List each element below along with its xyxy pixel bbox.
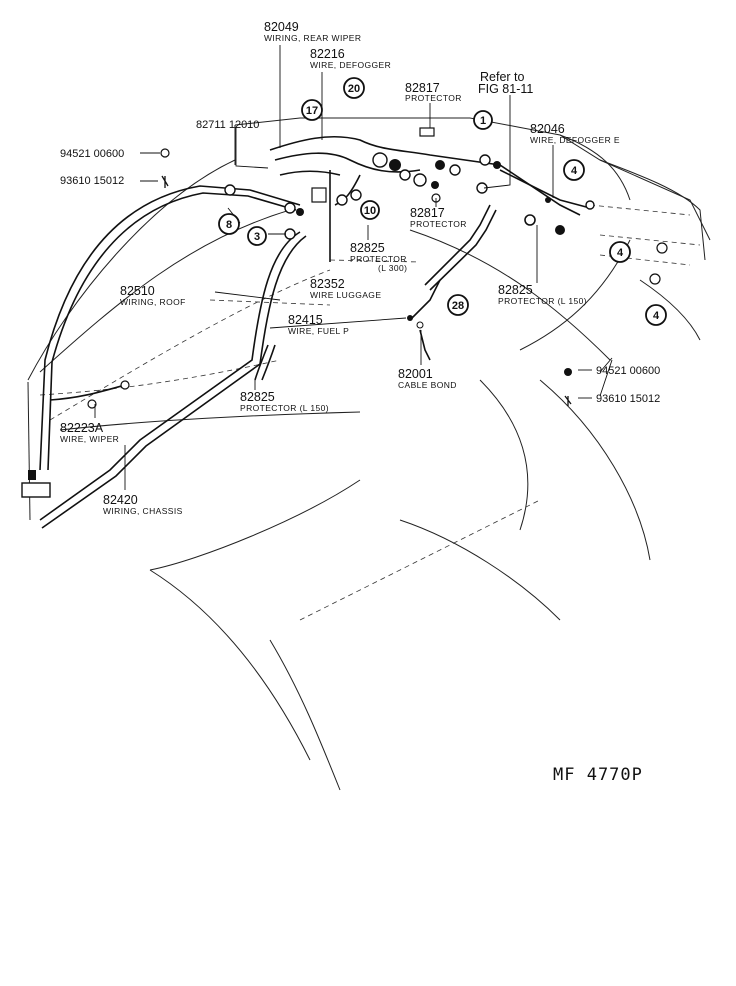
- roof-wiring-line: [39, 185, 301, 471]
- callout-8: 8: [218, 213, 240, 235]
- svg-text:1: 1: [480, 115, 486, 127]
- svg-text:4: 4: [571, 165, 578, 177]
- callout-28: 28: [447, 294, 469, 316]
- part-82817-top-desc: PROTECTOR: [405, 93, 462, 103]
- callout-10: 10: [360, 200, 380, 220]
- part-82825-luggage-number: 82825: [350, 241, 385, 255]
- part-82216-number: 82216: [310, 47, 345, 61]
- part-82825-left-number: 82825: [240, 390, 275, 404]
- vehicle-body-outline: [27, 117, 711, 791]
- part-82420-desc: WIRING, CHASSIS: [103, 506, 183, 516]
- part-82825-luggage-sub: (L 300): [378, 263, 407, 273]
- part-82817-mid-desc: PROTECTOR: [410, 219, 467, 229]
- callout-17: 17: [301, 99, 323, 121]
- connectors: [21, 127, 668, 498]
- callout-1: 1: [473, 110, 493, 130]
- part-82046-desc: WIRE, DEFOGGER E: [530, 135, 620, 145]
- part-94521-top-number: 94521 00600: [60, 148, 124, 160]
- part-93610-bottom-number: 93610 15012: [596, 393, 660, 405]
- part-82817-mid-number: 82817: [410, 206, 445, 220]
- part-82420-number: 82420: [103, 493, 138, 507]
- svg-text:17: 17: [306, 105, 318, 117]
- callout-20: 20: [343, 77, 365, 99]
- part-93610-top-number: 93610 15012: [60, 175, 124, 187]
- part-82001-number: 82001: [398, 367, 433, 381]
- svg-text:3: 3: [254, 231, 260, 243]
- refer-line1: Refer to: [480, 70, 525, 84]
- wiring-harnesses: [39, 135, 591, 529]
- connector-grommet: [224, 184, 236, 196]
- svg-text:10: 10: [364, 205, 376, 217]
- chassis-wiring-line: [39, 231, 301, 521]
- part-82001-desc: CABLE BOND: [398, 380, 457, 390]
- callout-3: 3: [247, 226, 267, 246]
- part-82415-desc: WIRE, FUEL P: [288, 326, 349, 336]
- refer-line2: FIG 81-11: [478, 82, 533, 96]
- callout-4-top: 4: [563, 159, 585, 181]
- part-82825-left-desc: PROTECTOR (L 150): [240, 403, 329, 413]
- leader-lines: [94, 45, 613, 490]
- part-82216-desc: WIRE, DEFOGGER: [310, 60, 391, 70]
- callout-4-middle: 4: [609, 241, 631, 263]
- part-labels: 82049 WIRING, REAR WIPER 82216 WIRE, DEF…: [60, 20, 660, 516]
- part-82817-top-number: 82817: [405, 81, 440, 95]
- part-82049-number: 82049: [264, 20, 299, 34]
- part-82825-luggage-desc: PROTECTOR: [350, 254, 407, 264]
- part-82510-number: 82510: [120, 284, 155, 298]
- part-82352-number: 82352: [310, 277, 345, 291]
- drawing-code: MF 4770P: [553, 765, 643, 785]
- part-82223A-number: 82223A: [60, 421, 104, 435]
- part-82711-number: 82711 12010: [196, 119, 259, 131]
- part-82352-desc: WIRE LUGGAGE: [310, 290, 381, 300]
- part-82049-desc: WIRING, REAR WIPER: [264, 33, 361, 43]
- svg-text:20: 20: [348, 83, 360, 95]
- callouts: 17 20 1 4 8 3 10 28: [218, 77, 667, 326]
- svg-text:8: 8: [226, 219, 232, 231]
- svg-text:4: 4: [617, 247, 624, 259]
- part-94521-bottom-number: 94521 00600: [596, 365, 660, 377]
- svg-text:4: 4: [653, 310, 660, 322]
- part-82825-right-number: 82825: [498, 283, 533, 297]
- svg-text:28: 28: [452, 300, 464, 312]
- part-82510-desc: WIRING, ROOF: [120, 297, 186, 307]
- part-82825-right-desc: PROTECTOR (L 150): [498, 296, 587, 306]
- part-82415-number: 82415: [288, 313, 323, 327]
- part-82046-number: 82046: [530, 122, 565, 136]
- part-82223A-desc: WIRE, WIPER: [60, 434, 119, 444]
- callout-4-bottom: 4: [645, 304, 667, 326]
